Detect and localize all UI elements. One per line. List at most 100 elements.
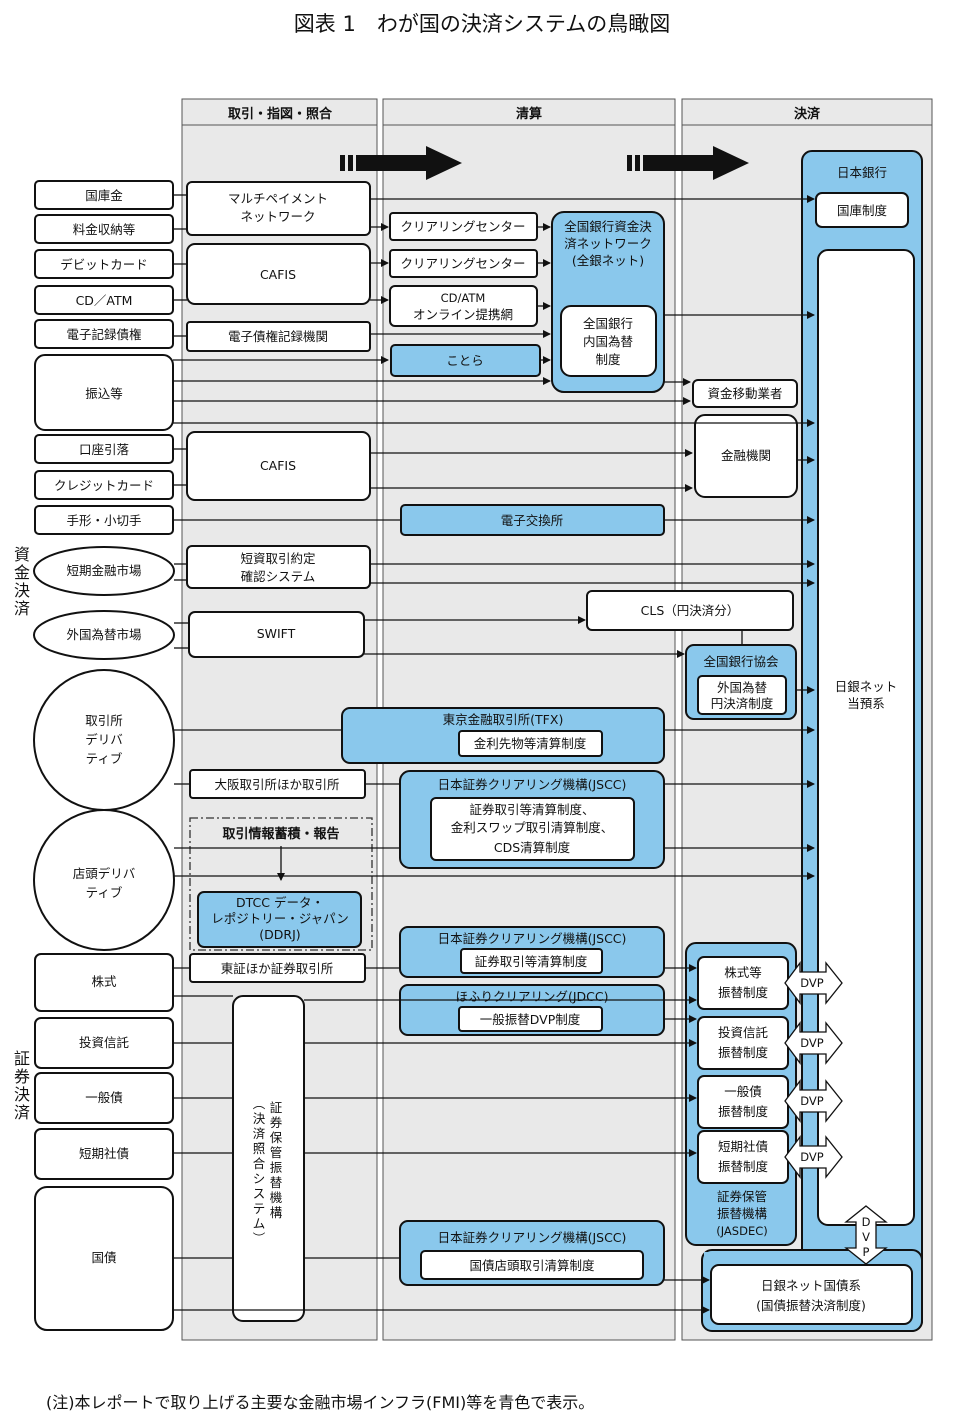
shikin-ido-box bbox=[692, 379, 798, 408]
jasdec-label-3: (JASDEC) bbox=[716, 1224, 767, 1238]
hofuri-w3: 済 bbox=[253, 1126, 266, 1141]
cd-atm-online-label-2: オンライン提携網 bbox=[413, 307, 513, 322]
cd-atm-online-label-1: CD/ATM bbox=[441, 291, 486, 305]
boj-net-toyo-label-1: 日銀ネット bbox=[835, 679, 898, 694]
footnote: (注)本レポートで取り上げる主要な金融市場インフラ(FMI)等を青色で表示。 bbox=[46, 1393, 595, 1412]
jscc-1-sub-1: 証券取引等清算制度、 bbox=[469, 802, 594, 817]
left-ippan-label: 一般債 bbox=[85, 1090, 123, 1105]
multi-payment-label-2: ネットワーク bbox=[240, 209, 315, 224]
ippan-furikae-label-1: 一般債 bbox=[724, 1084, 762, 1099]
dvp-label-ippan: DVP bbox=[800, 1094, 824, 1108]
left-cd-atm-label: CD／ATM bbox=[76, 293, 133, 308]
gaitame-label-1: 外国為替 bbox=[717, 680, 768, 695]
dvp-arrow-vertical: D V P bbox=[844, 1205, 888, 1265]
left-deriv-label-1: 取引所 bbox=[85, 713, 123, 728]
zengin-naikoku-label-3: 制度 bbox=[595, 352, 621, 367]
tanshi-label-1: 短資取引約定 bbox=[240, 551, 315, 566]
multi-payment-label-1: マルチペイメント bbox=[228, 191, 328, 206]
side-label-sec-4: 済 bbox=[14, 1103, 30, 1122]
hofuri-w2: 決 bbox=[253, 1111, 266, 1126]
zengin-net-label-1: 全国銀行資金決 bbox=[564, 219, 652, 234]
tanshi-label-2: 確認システム bbox=[241, 569, 316, 584]
clearing-center-1-label: クリアリングセンター bbox=[400, 219, 525, 234]
left-tankisha bbox=[34, 1128, 174, 1180]
left-deriv-label-2: デリバ bbox=[85, 732, 123, 747]
jscc-2-sub-box bbox=[460, 948, 603, 974]
hofuri-w7: ス bbox=[253, 1186, 266, 1201]
osaka-label: 大阪取引所ほか取引所 bbox=[214, 777, 339, 792]
dvp-label-toshin: DVP bbox=[800, 1036, 824, 1050]
dvp-v-2: V bbox=[862, 1230, 870, 1244]
side-label-funds-2: 金 bbox=[14, 563, 30, 582]
side-label-funds-1: 資 bbox=[14, 545, 30, 564]
jdcc-label: ほふりクリアリング(JDCC) bbox=[455, 989, 608, 1004]
gaitame-label-2: 円決済制度 bbox=[711, 696, 774, 711]
dvp-label-kabu: DVP bbox=[800, 976, 824, 990]
cafis-1-box bbox=[186, 243, 371, 305]
hofuri-v7: 機 bbox=[270, 1190, 283, 1205]
kotora-label: ことら bbox=[446, 353, 484, 368]
jscc-3-sub-box bbox=[420, 1250, 644, 1280]
boj-net-toyo-box bbox=[817, 249, 915, 1226]
tankisha-furikae-label-2: 振替制度 bbox=[718, 1159, 769, 1174]
densai-kiroku-label: 電子債権記録機関 bbox=[228, 329, 328, 344]
dvp-label-tankisha: DVP bbox=[800, 1150, 824, 1164]
left-tegata-label: 手形・小切手 bbox=[66, 513, 141, 528]
hofuri-w5: 合 bbox=[253, 1156, 266, 1171]
dtcc-label-3: (DDRJ) bbox=[259, 927, 300, 942]
zengin-naikoku-box bbox=[560, 305, 657, 377]
left-deriv-label-3: ティブ bbox=[86, 751, 123, 766]
side-label-funds: 資 金 決 済 bbox=[14, 545, 30, 618]
hofuri-w9: ム bbox=[253, 1216, 266, 1231]
hofuri-w10: ︶ bbox=[253, 1231, 266, 1246]
hofuri-w4: 照 bbox=[253, 1141, 266, 1156]
jscc-1-sub-2: 金利スワップ取引清算制度、 bbox=[451, 820, 614, 835]
left-tanki bbox=[33, 546, 175, 596]
left-kabu-label: 株式 bbox=[91, 974, 117, 989]
left-kokusai-label: 国債 bbox=[91, 1250, 116, 1265]
column-header-settlement: 決済 bbox=[794, 106, 821, 122]
jscc-3-label: 日本証券クリアリング機構(JSCC) bbox=[438, 1230, 627, 1245]
boj-net-jgb-label-1: 日銀ネット国債系 bbox=[761, 1278, 861, 1293]
left-credit-label: クレジットカード bbox=[54, 478, 154, 493]
kokko-seido-label: 国庫制度 bbox=[837, 203, 888, 218]
left-densai-label: 電子記録債権 bbox=[66, 327, 141, 342]
hofuri-w8: テ bbox=[253, 1201, 266, 1216]
side-label-sec-3: 決 bbox=[14, 1085, 30, 1104]
side-label-securities: 証 券 決 済 bbox=[14, 1049, 30, 1122]
left-densai bbox=[34, 319, 174, 349]
tfx-label: 東京金融取引所(TFX) bbox=[443, 712, 564, 727]
denshi-kokanjo-label: 電子交換所 bbox=[501, 513, 564, 528]
tosho-label: 東証ほか証券取引所 bbox=[221, 961, 334, 976]
clearing-center-2-label: クリアリングセンター bbox=[400, 256, 525, 271]
cafis-2-label: CAFIS bbox=[260, 458, 296, 473]
hofuri-v3: 保 bbox=[270, 1130, 283, 1145]
hofuri-system-box bbox=[232, 995, 305, 1322]
hofuri-w1: ︵ bbox=[253, 1096, 266, 1111]
hofuri-v2: 券 bbox=[270, 1115, 283, 1130]
boj-net-jgb-label-2: (国債振替決済制度) bbox=[756, 1298, 866, 1313]
report-label: 取引情報蓄積・報告 bbox=[222, 826, 339, 842]
cafis-1-label: CAFIS bbox=[260, 267, 296, 282]
tankisha-furikae-label-1: 短期社債 bbox=[718, 1139, 768, 1154]
shikin-ido-label: 資金移動業者 bbox=[707, 386, 782, 401]
side-label-sec-1: 証 bbox=[14, 1049, 30, 1068]
jscc-3-sub-label: 国債店頭取引清算制度 bbox=[469, 1258, 595, 1273]
side-label-sec-2: 券 bbox=[14, 1067, 30, 1086]
tfx-sub-box bbox=[458, 730, 603, 757]
dvp-arrow-kabu: DVP bbox=[784, 961, 843, 1005]
zengin-naikoku-label-2: 内国為替 bbox=[583, 334, 634, 349]
toshin-furikae-label-2: 振替制度 bbox=[718, 1045, 769, 1060]
dtcc-box bbox=[197, 891, 362, 948]
hofuri-v6: 替 bbox=[270, 1175, 283, 1190]
jscc-1-sub-box bbox=[430, 797, 635, 861]
left-otc-label-2: ティブ bbox=[86, 885, 123, 900]
zengin-net-label-2: 済ネットワーク bbox=[564, 236, 652, 251]
jscc-1-sub-3: CDS清算制度 bbox=[494, 840, 571, 855]
left-tankisha-label: 短期社債 bbox=[79, 1146, 129, 1161]
left-otc bbox=[33, 809, 175, 951]
flow-arrow-2 bbox=[627, 146, 749, 180]
boj-label: 日本銀行 bbox=[837, 165, 887, 180]
left-otc-label-1: 店頭デリバ bbox=[73, 866, 136, 881]
